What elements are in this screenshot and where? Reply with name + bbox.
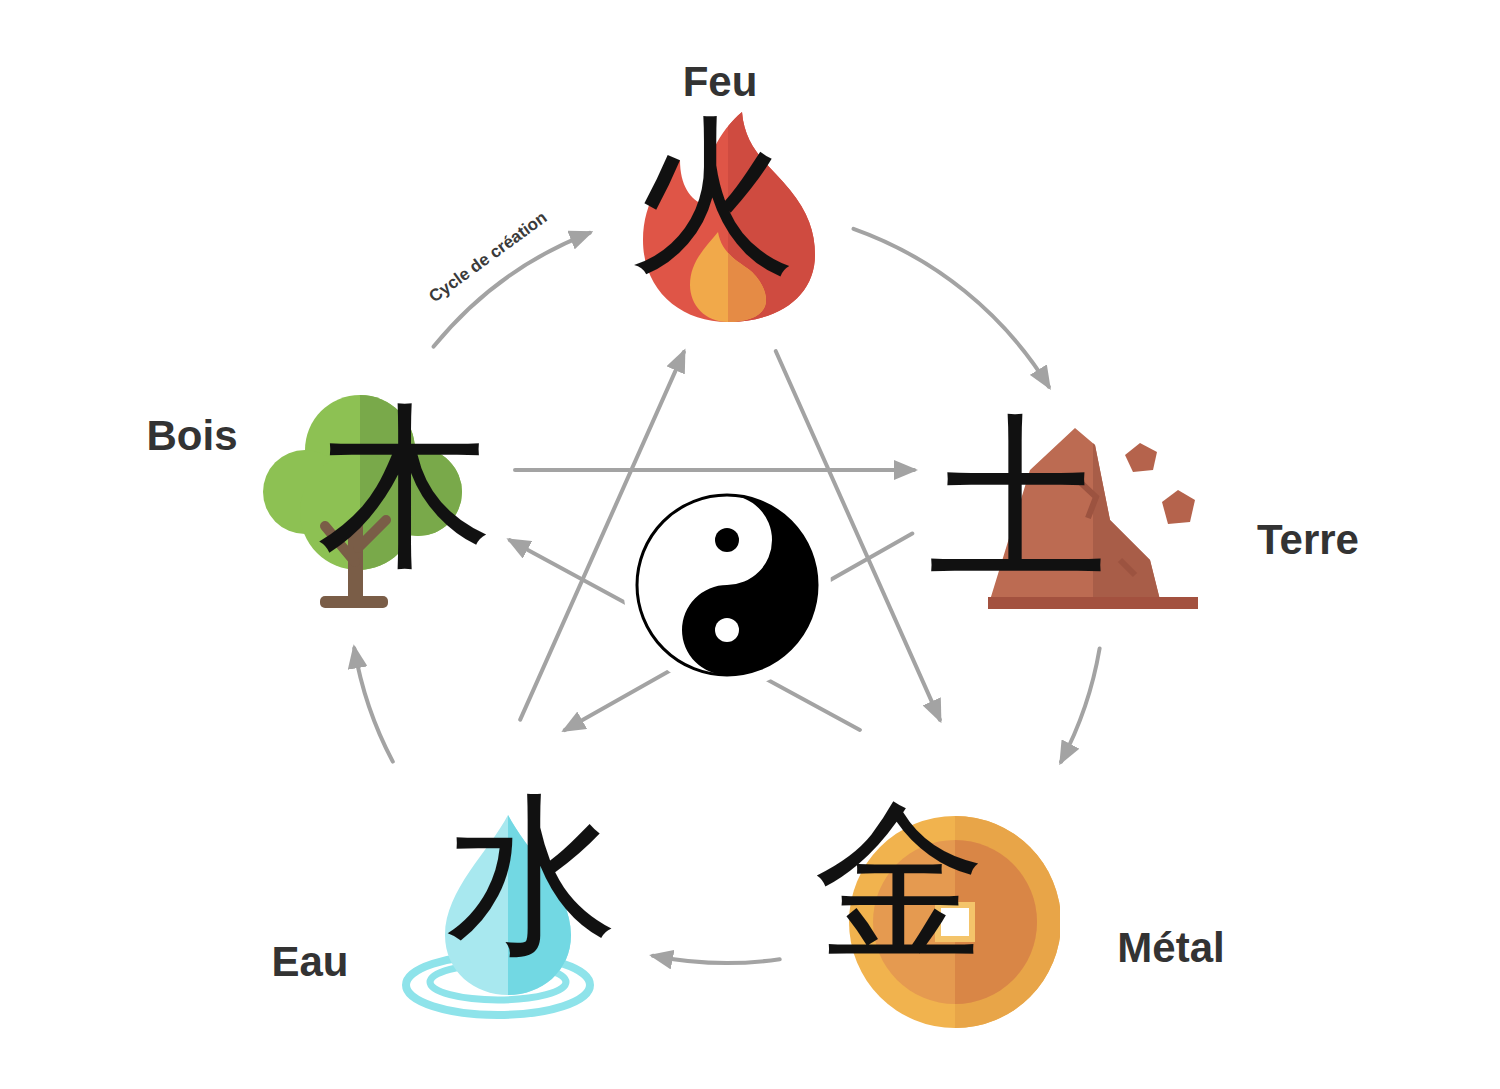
chinese-character: 土 — [928, 410, 1108, 590]
element-node: Eau水 — [400, 800, 615, 1022]
chinese-character: 火 — [628, 112, 796, 280]
chinese-character: 金 — [814, 796, 986, 968]
chinese-character: 木 — [317, 400, 493, 576]
element-node: Terre土 — [928, 425, 1200, 610]
element-node: Métal金 — [818, 800, 1060, 1030]
element-name: Eau — [271, 941, 348, 983]
control-arrow — [515, 468, 914, 472]
element-name: Terre — [1257, 519, 1359, 561]
element-node: Feu火 — [628, 105, 815, 322]
creation-arrow — [854, 229, 1049, 387]
element-name: Feu — [683, 61, 758, 103]
creation-arrow — [1061, 649, 1100, 762]
chinese-character: 水 — [446, 790, 618, 962]
creation-arrow — [653, 956, 780, 963]
element-node: Bois木 — [262, 385, 495, 610]
element-name: Métal — [1117, 927, 1224, 969]
creation-arrow — [354, 648, 393, 761]
element-name: Bois — [146, 415, 237, 457]
